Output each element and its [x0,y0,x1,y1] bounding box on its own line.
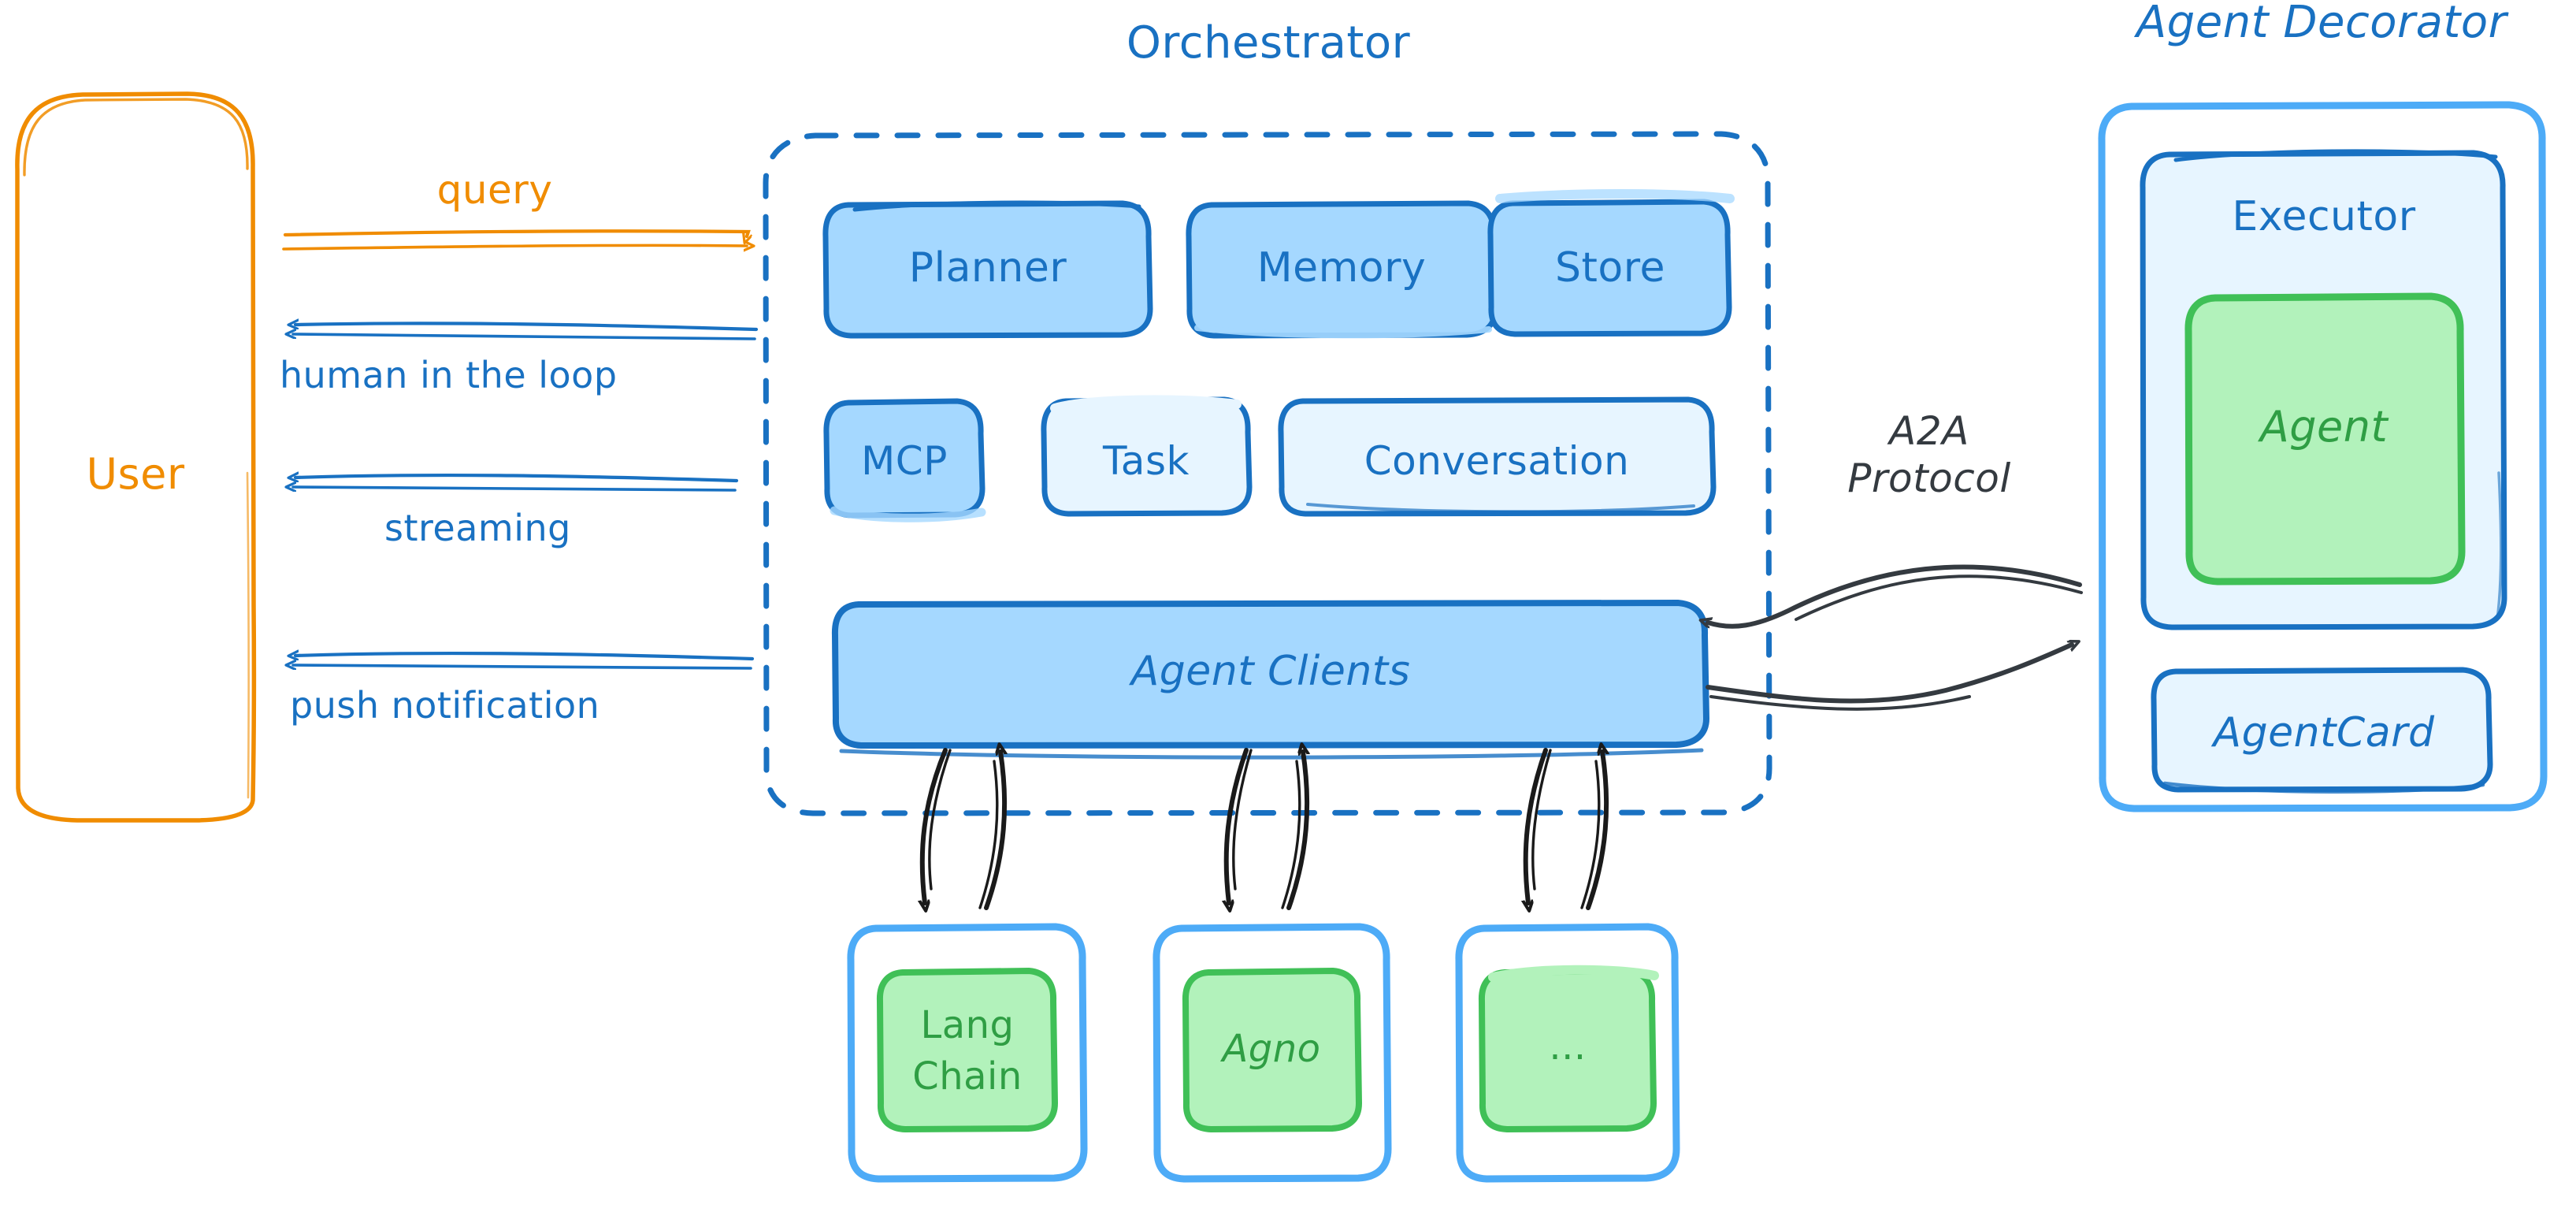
orchestrator-boundary [763,131,1772,816]
box-store[interactable] [1487,189,1735,337]
box-mcp[interactable] [823,398,986,522]
user-box[interactable] [15,91,257,823]
arrow-human-in-the-loop [293,323,759,340]
arrow-query [282,229,748,249]
arrow-clients-other [1526,750,1606,908]
box-conversation[interactable] [1278,396,1717,517]
box-agent[interactable] [2184,292,2466,586]
framework-card-0[interactable] [847,923,1088,1183]
framework-card-2[interactable] [1455,923,1680,1183]
arrow-a2a-outbound [1706,645,2072,711]
arrow-a2a-inbound [1708,564,2083,629]
framework-card-1[interactable] [1153,923,1392,1183]
box-planner[interactable] [822,200,1153,339]
box-agent-clients[interactable] [831,600,1709,760]
box-agent-card[interactable] [2151,667,2493,794]
arrow-clients-agno [1227,750,1307,908]
arrow-streaming [293,475,739,490]
arrow-clients-langchain [922,750,1004,908]
box-task[interactable] [1041,395,1253,517]
box-memory[interactable] [1186,200,1498,339]
arrow-push-notification [293,653,755,668]
